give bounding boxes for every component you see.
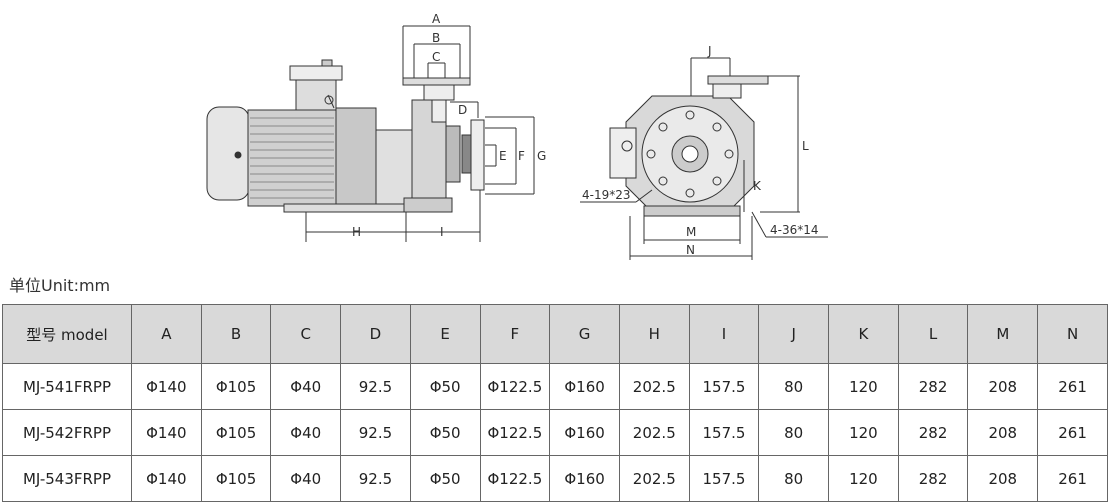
dim-label-e: E — [499, 149, 507, 163]
cell-f: Φ122.5 — [479, 363, 551, 410]
dim-label-d: D — [458, 103, 467, 117]
dim-label-n: N — [686, 243, 695, 257]
dim-label-i: I — [440, 225, 444, 239]
hole-note-1: 4-19*23 — [582, 188, 631, 202]
cell-e: Φ50 — [409, 455, 481, 502]
cell-n: 261 — [1037, 455, 1108, 502]
cell-e: Φ50 — [409, 363, 481, 410]
cell-a: Φ140 — [131, 363, 202, 410]
cell-j: 80 — [758, 455, 830, 502]
cell-l: 282 — [897, 455, 969, 502]
dim-label-c: C — [432, 50, 440, 64]
cell-n: 261 — [1037, 409, 1108, 456]
header-a: A — [131, 304, 202, 364]
cell-m: 208 — [967, 455, 1039, 502]
dim-label-l: L — [802, 139, 809, 153]
cell-d: 92.5 — [340, 455, 411, 502]
cell-i: 157.5 — [688, 409, 760, 456]
pump-dimension-drawing: A B C D E F G H I J L K M N 4-19*23 4-36… — [206, 12, 828, 260]
cell-c: Φ40 — [270, 455, 342, 502]
dim-label-m: M — [686, 225, 696, 239]
unit-label: 单位Unit:mm — [9, 276, 111, 295]
dim-label-g: G — [537, 149, 546, 163]
dim-label-j: J — [707, 44, 712, 58]
header-n: N — [1037, 304, 1108, 364]
cell-d: 92.5 — [340, 363, 411, 410]
cell-f: Φ122.5 — [479, 455, 551, 502]
header-f: F — [479, 304, 551, 364]
cell-h: 202.5 — [618, 409, 690, 456]
cell-n: 261 — [1037, 363, 1108, 410]
cell-b: Φ105 — [200, 409, 272, 456]
dimension-table: 型号 model A B C D E F G H I J K L M N MJ-… — [2, 304, 1108, 502]
dim-label-b: B — [432, 31, 440, 45]
header-m: M — [967, 304, 1039, 364]
cell-l: 282 — [897, 409, 969, 456]
cell-k: 120 — [828, 455, 899, 502]
header-j: J — [758, 304, 830, 364]
cell-g: Φ160 — [549, 455, 620, 502]
cell-e: Φ50 — [409, 409, 481, 456]
header-g: G — [549, 304, 620, 364]
cell-h: 202.5 — [618, 363, 690, 410]
cell-model: MJ-541FRPP — [2, 363, 132, 410]
cell-k: 120 — [828, 409, 899, 456]
header-h: H — [618, 304, 690, 364]
cell-a: Φ140 — [131, 409, 202, 456]
cell-h: 202.5 — [618, 455, 690, 502]
cell-model: MJ-543FRPP — [2, 455, 132, 502]
header-i: I — [688, 304, 760, 364]
table-header-row: 型号 model A B C D E F G H I J K L M N — [2, 304, 1108, 364]
table-row: MJ-542FRPP Φ140 Φ105 Φ40 92.5 Φ50 Φ122.5… — [2, 409, 1108, 456]
cell-i: 157.5 — [688, 455, 760, 502]
cell-l: 282 — [897, 363, 969, 410]
cell-j: 80 — [758, 409, 830, 456]
cell-b: Φ105 — [200, 363, 272, 410]
cell-b: Φ105 — [200, 455, 272, 502]
cell-j: 80 — [758, 363, 830, 410]
cell-k: 120 — [828, 363, 899, 410]
dim-label-k: K — [753, 179, 762, 193]
hole-note-2: 4-36*14 — [770, 223, 819, 237]
cell-f: Φ122.5 — [479, 409, 551, 456]
cell-m: 208 — [967, 409, 1039, 456]
header-k: K — [828, 304, 899, 364]
cell-g: Φ160 — [549, 409, 620, 456]
cell-i: 157.5 — [688, 363, 760, 410]
cell-c: Φ40 — [270, 363, 342, 410]
header-b: B — [200, 304, 272, 364]
cell-d: 92.5 — [340, 409, 411, 456]
table-row: MJ-543FRPP Φ140 Φ105 Φ40 92.5 Φ50 Φ122.5… — [2, 455, 1108, 502]
dim-label-a: A — [432, 12, 441, 26]
cell-m: 208 — [967, 363, 1039, 410]
header-l: L — [897, 304, 969, 364]
header-e: E — [409, 304, 481, 364]
cell-c: Φ40 — [270, 409, 342, 456]
cell-model: MJ-542FRPP — [2, 409, 132, 456]
cell-g: Φ160 — [549, 363, 620, 410]
table-row: MJ-541FRPP Φ140 Φ105 Φ40 92.5 Φ50 Φ122.5… — [2, 363, 1108, 410]
dim-label-f: F — [518, 149, 525, 163]
dim-label-h: H — [352, 225, 361, 239]
header-d: D — [340, 304, 411, 364]
header-c: C — [270, 304, 342, 364]
header-model: 型号 model — [2, 304, 132, 364]
cell-a: Φ140 — [131, 455, 202, 502]
